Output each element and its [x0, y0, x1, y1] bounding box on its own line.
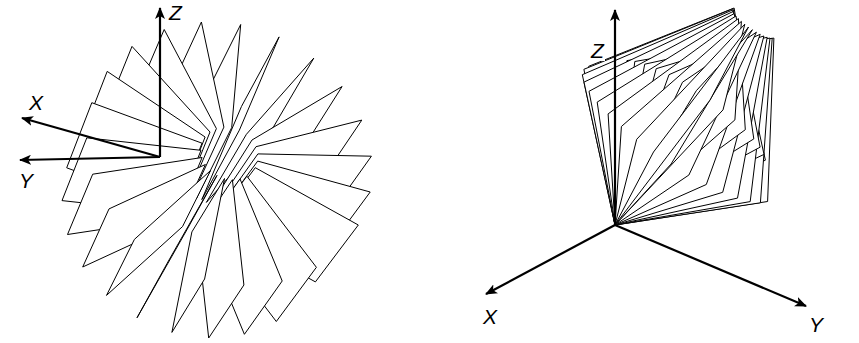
axis-label: Y — [808, 314, 824, 335]
axis-label: Y — [18, 170, 34, 191]
y-axis — [615, 225, 806, 306]
plane-fan-left — [62, 22, 371, 338]
axis-label: Z — [590, 40, 605, 61]
z-axis — [159, 8, 161, 157]
axis-label: X — [28, 92, 44, 113]
z-axis — [614, 10, 616, 225]
plane-fan-right — [582, 8, 774, 225]
plane-square — [615, 27, 749, 225]
axis-label: Z — [168, 2, 183, 23]
x-axis — [486, 225, 615, 294]
x-axis — [22, 118, 160, 157]
axis-label: X — [482, 306, 498, 327]
y-axis — [20, 157, 160, 160]
plane-square — [137, 175, 217, 317]
plane-square — [172, 179, 225, 333]
